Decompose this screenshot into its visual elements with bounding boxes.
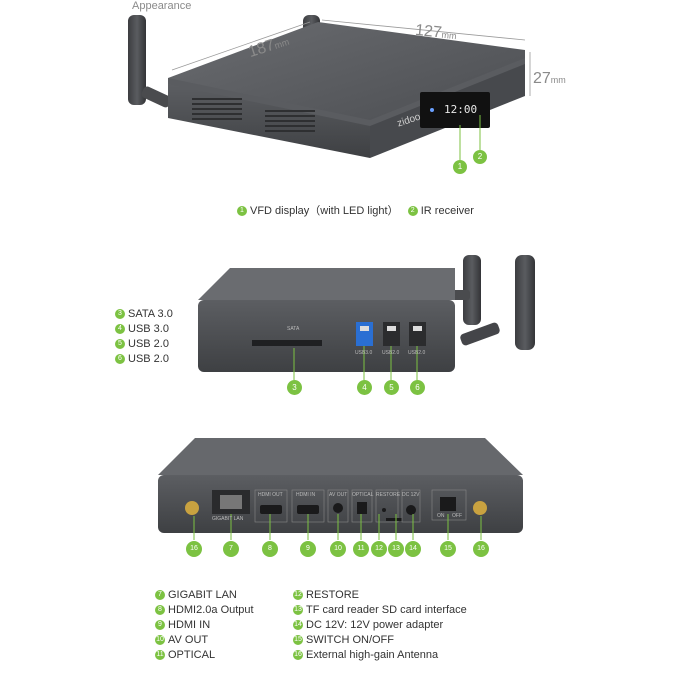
sata-port	[252, 340, 322, 346]
back-device-body	[158, 438, 523, 533]
vfd-display	[420, 92, 490, 128]
callout-10: 10	[330, 541, 346, 557]
callout-4: 4	[357, 380, 372, 395]
side-device-body	[198, 268, 455, 372]
callout-6: 6	[410, 380, 425, 395]
usb2-port-b	[409, 322, 426, 346]
dc-label: DC 12V	[402, 492, 420, 498]
callout-16-right: 16	[473, 541, 489, 557]
usb2b-label: USB2.0	[408, 350, 426, 356]
av-out-label: AV OUT	[329, 492, 348, 498]
hdmi-out-label: HDMI OUT	[258, 492, 283, 498]
callout-11: 11	[353, 541, 369, 557]
top-device-body	[168, 22, 525, 158]
callout-13: 13	[388, 541, 404, 557]
vfd-digits: 12:00	[444, 103, 478, 116]
antenna-connector-left	[185, 501, 199, 515]
callout-9: 9	[300, 541, 316, 557]
callout-7: 7	[223, 541, 239, 557]
switch-on-label: ON	[437, 513, 445, 519]
usb2a-label: USB2.0	[382, 350, 400, 356]
usb3-port	[356, 322, 373, 346]
optical-label: OPTICAL	[352, 492, 374, 498]
dimension-height: 27mm	[533, 70, 566, 87]
restore-label: RESTORE	[376, 492, 401, 498]
callout-5: 5	[384, 380, 399, 395]
callout-16-left: 16	[186, 541, 202, 557]
side-antennas	[448, 255, 535, 350]
section-title: Appearance	[132, 0, 192, 12]
hdmi-in-label: HDMI IN	[296, 492, 316, 498]
switch-off-label: OFF	[452, 513, 462, 519]
callout-12: 12	[371, 541, 387, 557]
callout-14: 14	[405, 541, 421, 557]
antenna-connector-right	[473, 501, 487, 515]
usb2-port-a	[383, 322, 400, 346]
callout-3: 3	[287, 380, 302, 395]
callout-15: 15	[440, 541, 456, 557]
usb3-label: USB3.0	[355, 350, 373, 356]
callout-2: 2	[473, 150, 487, 164]
callout-8: 8	[262, 541, 278, 557]
lan-label: GIGABIT LAN	[212, 516, 244, 522]
callout-1: 1	[453, 160, 467, 174]
top-antenna-left	[128, 15, 172, 108]
sata-label: SATA	[287, 326, 300, 332]
